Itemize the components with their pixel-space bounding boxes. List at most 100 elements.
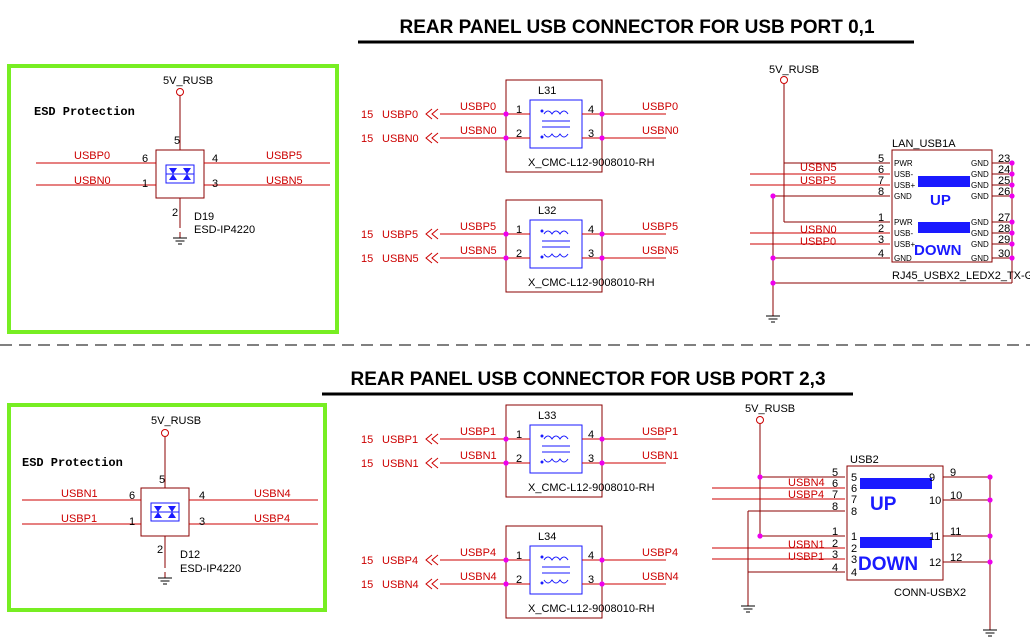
svg-text:8: 8 — [832, 501, 838, 513]
svg-text:CONN-USBX2: CONN-USBX2 — [894, 587, 966, 599]
svg-text:ESD-IP4220: ESD-IP4220 — [194, 224, 255, 236]
choke-l31: L31X_CMC-L12-9008010-RH1515USBP0USBN0USB… — [361, 79, 679, 173]
svg-text:USBN5: USBN5 — [382, 253, 419, 265]
esd-block-top: ESD Protection 5V_RUSB 5 2 USBP0 USBN0 U… — [7, 64, 339, 334]
svg-text:GND: GND — [971, 192, 989, 201]
svg-text:15: 15 — [361, 458, 373, 470]
svg-text:4: 4 — [212, 153, 218, 165]
choke-ref: L34 — [538, 531, 556, 543]
esd-label-bottom: ESD Protection — [22, 456, 123, 470]
title-bottom: REAR PANEL USB CONNECTOR FOR USB PORT 2,… — [350, 369, 825, 390]
svg-text:USBN0: USBN0 — [460, 125, 497, 137]
svg-text:3: 3 — [878, 234, 884, 246]
svg-text:USBP4: USBP4 — [642, 547, 678, 559]
choke-ref: L31 — [538, 85, 556, 97]
svg-text:USBP5: USBP5 — [460, 221, 496, 233]
svg-text:1: 1 — [516, 224, 522, 236]
svg-text:3: 3 — [832, 549, 838, 561]
svg-text:1: 1 — [516, 550, 522, 562]
svg-text:USBP0: USBP0 — [74, 150, 110, 162]
choke-ref: L32 — [538, 205, 556, 217]
svg-text:2: 2 — [516, 453, 522, 465]
svg-text:15: 15 — [361, 229, 373, 241]
svg-text:5: 5 — [174, 135, 180, 147]
svg-text:1: 1 — [878, 212, 884, 224]
svg-text:USBP1: USBP1 — [61, 513, 97, 525]
svg-text:15: 15 — [361, 109, 373, 121]
svg-text:GND: GND — [894, 192, 912, 201]
svg-text:5V_RUSB: 5V_RUSB — [745, 403, 795, 415]
connector-top-ref: LAN_USB1A — [892, 138, 956, 150]
svg-text:5: 5 — [159, 474, 165, 486]
svg-text:6: 6 — [832, 478, 838, 490]
esd-label-top: ESD Protection — [34, 105, 135, 119]
svg-text:PWR: PWR — [894, 218, 913, 227]
svg-text:USBN4: USBN4 — [382, 579, 419, 591]
svg-text:12: 12 — [929, 557, 941, 569]
svg-text:2: 2 — [157, 544, 163, 556]
svg-text:4: 4 — [199, 490, 205, 502]
svg-text:8: 8 — [878, 186, 884, 198]
svg-text:USBP5: USBP5 — [382, 229, 418, 241]
svg-text:PWR: PWR — [894, 159, 913, 168]
power-label: 5V_RUSB — [163, 75, 213, 87]
svg-text:7: 7 — [851, 494, 857, 506]
svg-text:USBN0: USBN0 — [800, 224, 837, 236]
svg-text:2: 2 — [832, 538, 838, 550]
choke-part: X_CMC-L12-9008010-RH — [528, 157, 655, 169]
svg-text:4: 4 — [588, 224, 594, 236]
svg-text:1: 1 — [142, 178, 148, 190]
svg-text:5V_RUSB: 5V_RUSB — [769, 64, 819, 76]
svg-text:3: 3 — [212, 178, 218, 190]
svg-text:15: 15 — [361, 555, 373, 567]
svg-text:15: 15 — [361, 253, 373, 265]
svg-text:7: 7 — [832, 489, 838, 501]
connector-bottom: 5V_RUSB USB2 CONN-USBX2 UP DOWN USBN4 US… — [712, 403, 998, 637]
svg-text:USBN4: USBN4 — [254, 488, 291, 500]
svg-text:USB-: USB- — [894, 229, 913, 238]
choke-group: L31X_CMC-L12-9008010-RH1515USBP0USBN0USB… — [361, 79, 679, 619]
svg-text:USBN5: USBN5 — [266, 175, 303, 187]
svg-text:USBN5: USBN5 — [800, 162, 837, 174]
svg-text:5: 5 — [832, 467, 838, 479]
choke-part: X_CMC-L12-9008010-RH — [528, 603, 655, 615]
svg-text:3: 3 — [588, 128, 594, 140]
svg-text:ESD-IP4220: ESD-IP4220 — [180, 563, 241, 575]
title-top: REAR PANEL USB CONNECTOR FOR USB PORT 0,… — [399, 17, 874, 38]
svg-text:USBN1: USBN1 — [382, 458, 419, 470]
svg-text:2: 2 — [851, 543, 857, 555]
svg-text:11: 11 — [929, 531, 940, 543]
choke-part: X_CMC-L12-9008010-RH — [528, 277, 655, 289]
svg-text:1: 1 — [516, 429, 522, 441]
svg-text:9: 9 — [929, 472, 935, 484]
svg-text:USB-: USB- — [894, 170, 913, 179]
svg-text:GND: GND — [971, 240, 989, 249]
connector-top: 5V_RUSB LAN_USB1A RJ45_USBX2_LEDX2_TX-G … — [750, 64, 1030, 323]
svg-text:3: 3 — [588, 248, 594, 260]
svg-text:4: 4 — [832, 562, 838, 574]
choke-l34: L34X_CMC-L12-9008010-RH1515USBP4USBN4USB… — [361, 525, 679, 619]
svg-text:USBN1: USBN1 — [61, 488, 98, 500]
svg-text:9: 9 — [950, 467, 956, 479]
svg-text:USBP4: USBP4 — [788, 489, 824, 501]
svg-text:USB2: USB2 — [850, 454, 879, 466]
svg-text:USBN0: USBN0 — [74, 175, 111, 187]
svg-text:D19: D19 — [194, 211, 214, 223]
svg-text:5: 5 — [878, 153, 884, 165]
svg-text:USBN1: USBN1 — [642, 450, 679, 462]
svg-text:27: 27 — [998, 212, 1010, 224]
svg-text:USBP0: USBP0 — [460, 101, 496, 113]
svg-text:6: 6 — [878, 164, 884, 176]
svg-text:11: 11 — [950, 526, 961, 538]
svg-text:30: 30 — [998, 248, 1010, 260]
svg-text:USBP0: USBP0 — [642, 101, 678, 113]
svg-text:15: 15 — [361, 434, 373, 446]
svg-text:1: 1 — [851, 531, 857, 543]
choke-part: X_CMC-L12-9008010-RH — [528, 482, 655, 494]
svg-text:USBP5: USBP5 — [800, 175, 836, 187]
svg-text:4: 4 — [588, 429, 594, 441]
svg-text:4: 4 — [878, 248, 884, 260]
svg-text:USBN4: USBN4 — [642, 571, 679, 583]
svg-text:7: 7 — [878, 175, 884, 187]
svg-text:6: 6 — [851, 483, 857, 495]
